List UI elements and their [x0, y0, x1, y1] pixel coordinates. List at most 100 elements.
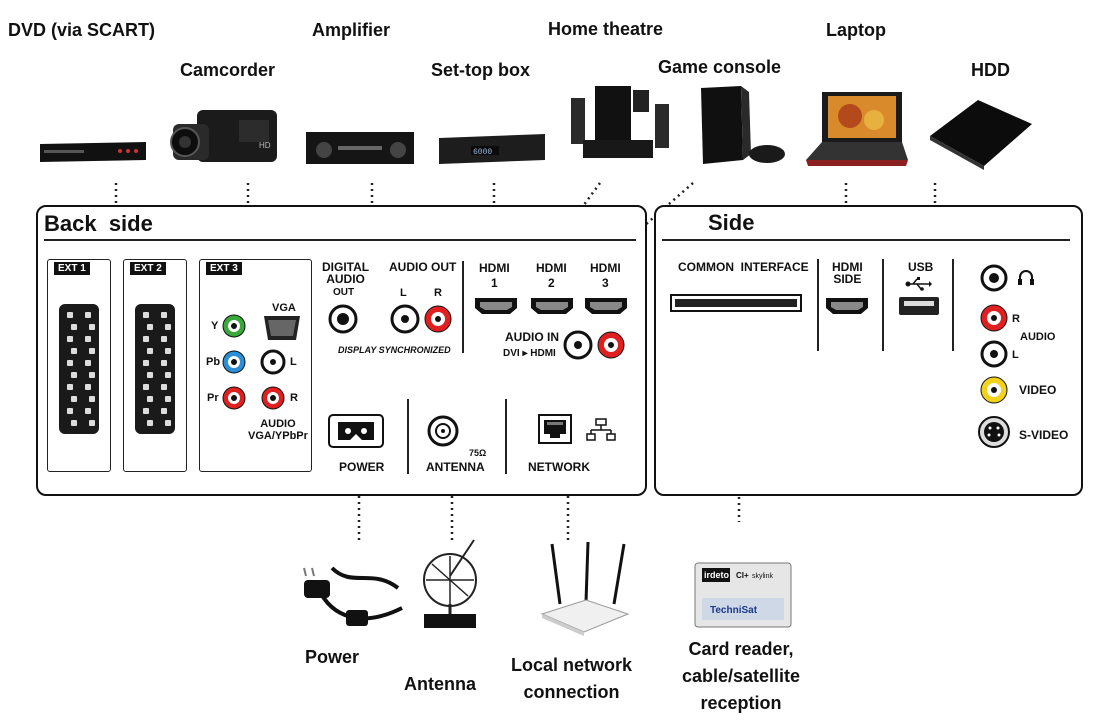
usb-port[interactable] [898, 296, 940, 316]
hdmi2-port[interactable] [530, 297, 574, 315]
scart-pin [143, 360, 149, 366]
side-audio-l-jack[interactable] [980, 340, 1008, 368]
back-panel-title: Back side [44, 211, 153, 236]
ext1-label: EXT 1 [54, 262, 90, 275]
amplifier-image [306, 132, 414, 164]
back-panel-underline [44, 239, 636, 241]
pb-jack[interactable] [222, 350, 246, 374]
scart-pin [147, 396, 153, 402]
svg-text:6000: 6000 [473, 148, 492, 157]
scart-pin [89, 420, 95, 426]
divider-hdmi-usb [882, 259, 884, 351]
audio-r-label: R [290, 392, 298, 404]
scart-pin [147, 372, 153, 378]
card-ci-plus-text: CI+ [736, 571, 749, 580]
label-antenna: Antenna [404, 674, 476, 694]
label-settop: Set-top box [431, 60, 530, 80]
scart-pin [147, 324, 153, 330]
scart-pin [165, 348, 171, 354]
headphone-jack[interactable] [980, 264, 1008, 292]
antenna-device-image [423, 539, 477, 628]
scart-pin [89, 348, 95, 354]
common-interface-slot[interactable] [670, 294, 802, 312]
divider-usb-av [952, 259, 954, 351]
audio-out-r-jack[interactable] [424, 305, 452, 333]
ext2-connector[interactable]: EXT 2 [123, 259, 187, 472]
audio-vga-label: AUDIO VGA/YPbPr [248, 418, 308, 442]
display-sync-label: DISPLAY SYNCHRONIZED [338, 345, 451, 355]
hdmi2-label: HDMI 2 [536, 261, 567, 290]
antenna-ohm-label: 75Ω [469, 448, 487, 458]
common-interface-label: COMMON INTERFACE [678, 260, 809, 274]
usb-label: USB [908, 260, 934, 274]
card-technisat-text: TechniSat [710, 605, 758, 616]
game-console-image [701, 86, 785, 164]
pb-label: Pb [206, 356, 221, 368]
scart-pin [161, 384, 167, 390]
audio-in-r-jack[interactable] [597, 331, 625, 359]
divider-power-antenna [407, 399, 409, 474]
audio-out-l-jack[interactable] [390, 304, 420, 334]
scart-pin [89, 324, 95, 330]
hdmi-side-port[interactable] [825, 297, 869, 315]
ext3-connector[interactable]: EXT 3 VGA Y Pb Pr L R AUDIO VGA/YPbPr [199, 259, 312, 472]
scart-pin [89, 372, 95, 378]
label-network: Local network connection [511, 655, 633, 702]
scart-pin [67, 384, 73, 390]
network-socket[interactable] [538, 414, 572, 444]
scart-pin [85, 360, 91, 366]
camcorder-image: HD [170, 110, 277, 162]
scart-pin [85, 312, 91, 318]
scart-pin [67, 408, 73, 414]
digital-out-label: OUT [333, 287, 355, 298]
card-irdeto-text: irdeto [704, 570, 730, 580]
ext2-label: EXT 2 [130, 262, 166, 275]
label-amplifier: Amplifier [312, 20, 391, 40]
power-socket[interactable] [328, 414, 384, 448]
ext1-connector[interactable]: EXT 1 [47, 259, 111, 472]
audio-out-label: AUDIO OUT [389, 260, 457, 274]
side-audio-label: AUDIO [1020, 331, 1056, 343]
scart-pin [67, 312, 73, 318]
vga-port[interactable] [262, 314, 302, 342]
antenna-socket[interactable] [427, 415, 459, 447]
scart-pin [71, 396, 77, 402]
power-label: POWER [339, 460, 385, 474]
scart-pin [165, 420, 171, 426]
antenna-label: ANTENNA [426, 460, 485, 474]
scart-pin [147, 348, 153, 354]
network-label: NETWORK [528, 460, 590, 474]
scart-pin [161, 408, 167, 414]
audio-l-jack[interactable] [260, 349, 286, 375]
audio-r-jack[interactable] [261, 386, 285, 410]
audio-in-l-jack[interactable] [563, 330, 593, 360]
video-jack[interactable] [980, 376, 1008, 404]
scart-pin [143, 336, 149, 342]
side-l-label: L [1012, 349, 1019, 361]
side-r-label: R [1012, 313, 1020, 325]
scart-pin [143, 384, 149, 390]
card-reader-image: irdeto CI+ skylink TechniSat [694, 562, 792, 628]
scart-pin [67, 360, 73, 366]
laptop-image [806, 92, 908, 166]
scart-pin [67, 336, 73, 342]
y-jack[interactable] [222, 314, 246, 338]
digital-audio-out-jack[interactable] [328, 304, 358, 334]
svideo-jack[interactable] [978, 416, 1010, 448]
label-home-theatre: Home theatre [548, 19, 664, 39]
audio-out-l-label: L [400, 287, 407, 299]
settop-box-image: 6000 [439, 134, 545, 164]
audio-in-label: AUDIO IN [505, 330, 559, 344]
dvd-player-image [40, 142, 146, 162]
hdmi3-port[interactable] [584, 297, 628, 315]
pr-jack[interactable] [222, 386, 246, 410]
dvi-hdmi-label: DVI ▸ HDMI [503, 348, 556, 359]
pr-label: Pr [207, 392, 219, 404]
hdmi1-port[interactable] [474, 297, 518, 315]
label-card-reader: Card reader, cable/satellite reception [682, 639, 801, 713]
audio-l-label: L [290, 356, 297, 368]
side-audio-r-jack[interactable] [980, 304, 1008, 332]
scart-pin [71, 420, 77, 426]
scart-pin [71, 372, 77, 378]
side-panel-title: Side [708, 210, 755, 235]
